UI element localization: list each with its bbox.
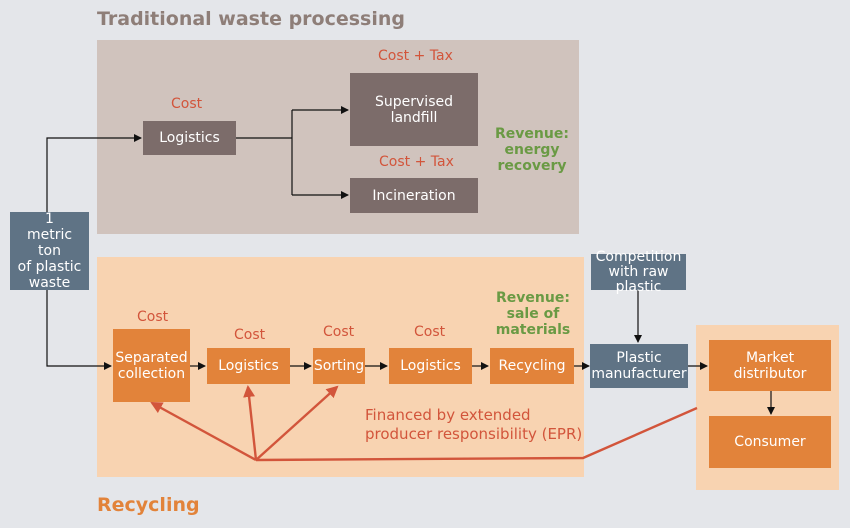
competition-box: Competition with raw plastic	[591, 249, 686, 294]
energy-recovery-revenue: Revenue: energy recovery	[492, 126, 572, 174]
distributor-line-2: distributor	[733, 365, 807, 382]
energy-revenue-line-2: energy	[504, 142, 560, 158]
manufacturer-line-2: manufacturer	[591, 366, 687, 382]
competition-line-1: Competition	[595, 248, 682, 265]
source-line-2: metric ton	[26, 227, 73, 259]
source-line-4: waste	[28, 275, 71, 291]
recycling-title: Recycling	[97, 494, 200, 516]
source-line-3: of plastic	[17, 259, 82, 275]
competition-line-2: with raw	[608, 263, 669, 280]
logistics-1-cost-label: Cost	[234, 327, 266, 343]
traditional-title: Traditional waste processing	[97, 8, 405, 30]
materials-revenue-line-3: materials	[495, 322, 571, 338]
distributor-line-1: Market	[745, 349, 795, 366]
plastic-manufacturer-box: Plastic manufacturer	[590, 344, 688, 388]
incineration-cost-tax-label: Cost + Tax	[379, 154, 454, 170]
supervised-landfill-box: Supervised landfill	[350, 73, 478, 146]
separated-line-2: collection	[117, 365, 186, 382]
recycling-logistics-2-box: Logistics	[389, 348, 472, 384]
traditional-cost-label: Cost	[171, 96, 203, 112]
separated-collection-box: Separated collection	[113, 329, 190, 402]
landfill-line-2: landfill	[390, 109, 438, 126]
consumer-box: Consumer	[709, 416, 831, 468]
sorting-box: Sorting	[313, 348, 365, 384]
separated-collection-cost-label: Cost	[137, 309, 169, 325]
competition-line-3: plastic	[615, 278, 662, 295]
manufacturer-line-1: Plastic	[616, 350, 662, 366]
plastic-waste-source-box: 1 metric ton of plastic waste	[10, 211, 89, 291]
source-line-1: 1	[45, 211, 54, 227]
recycling-logistics-1-box: Logistics	[207, 348, 290, 384]
recycling-box: Recycling	[490, 348, 574, 384]
traditional-logistics-box: Logistics	[143, 121, 236, 155]
materials-revenue-line-2: sale of	[506, 306, 560, 322]
landfill-line-1: Supervised	[375, 93, 453, 110]
energy-revenue-line-1: Revenue:	[495, 126, 569, 142]
epr-financing-note: Financed by extended producer responsibi…	[365, 406, 582, 444]
logistics-2-cost-label: Cost	[414, 324, 446, 340]
energy-revenue-line-3: recovery	[497, 158, 567, 174]
sale-of-materials-revenue: Revenue: sale of materials	[491, 290, 575, 338]
epr-line-2: producer responsibility (EPR)	[365, 425, 583, 443]
separated-line-1: Separated	[115, 349, 188, 366]
incineration-box: Incineration	[350, 178, 478, 213]
market-distributor-box: Market distributor	[709, 340, 831, 391]
materials-revenue-line-1: Revenue:	[496, 290, 570, 306]
epr-line-1: Financed by extended	[365, 406, 531, 424]
sorting-cost-label: Cost	[323, 324, 355, 340]
landfill-cost-tax-label: Cost + Tax	[378, 48, 453, 64]
